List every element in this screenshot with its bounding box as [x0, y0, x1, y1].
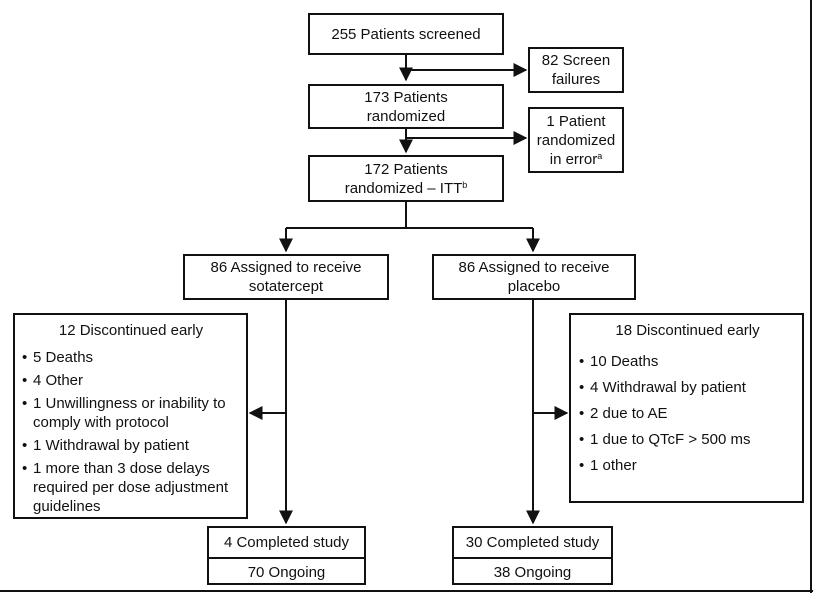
itt-line2: randomized – ITTb [345, 179, 468, 198]
left-discontinued-box: 12 Discontinued early 5 Deaths 4 Other 1… [13, 313, 248, 519]
sotatercept-line1: 86 Assigned to receive [210, 259, 362, 276]
right-completed-label: 30 Completed study [465, 534, 600, 551]
list-item: 2 due to AE [579, 404, 796, 423]
randomized-error-text: in error [549, 150, 598, 168]
right-completed-cell: 30 Completed study [454, 528, 611, 559]
left-discontinued-title: 12 Discontinued early [58, 322, 204, 339]
screened-box: 255 Patients screened [308, 13, 504, 55]
list-item: 1 more than 3 dose delays required per d… [22, 459, 240, 516]
randomized-error-line3: in errora [550, 150, 603, 169]
randomized-line1: 173 Patients [364, 88, 448, 106]
placebo-arm-box: 86 Assigned to receive placebo [432, 254, 636, 300]
itt-line1: 172 Patients [364, 160, 448, 178]
list-item: 1 Withdrawal by patient [22, 436, 240, 455]
left-ongoing-label: 70 Ongoing [247, 563, 326, 581]
sotatercept-arm-box: 86 Assigned to receive sotatercept [183, 254, 389, 300]
randomized-box: 173 Patients randomized [308, 84, 504, 129]
list-item: 1 other [579, 456, 796, 475]
itt-box: 172 Patients randomized – ITTb [308, 155, 504, 202]
footnote-b: b [462, 179, 468, 190]
list-item: 1 Unwillingness or inability to comply w… [22, 394, 240, 432]
right-ongoing-cell: 38 Ongoing [454, 559, 611, 585]
screened-label: 255 Patients screened [331, 25, 481, 43]
right-discontinued-list: 10 Deaths 4 Withdrawal by patient 2 due … [579, 352, 796, 475]
randomized-line2: randomized [366, 107, 446, 125]
screen-failures-line2: failures [551, 71, 601, 88]
randomized-error-line2: randomized [536, 131, 616, 149]
sotatercept-line2: sotatercept [248, 278, 324, 295]
right-discontinued-box: 18 Discontinued early 10 Deaths 4 Withdr… [569, 313, 804, 503]
list-item: 10 Deaths [579, 352, 796, 371]
left-completed-cell: 4 Completed study [209, 528, 364, 559]
list-item: 1 due to QTcF > 500 ms [579, 430, 796, 449]
right-outcome-box: 30 Completed study 38 Ongoing [452, 526, 613, 585]
left-completed-label: 4 Completed study [223, 534, 350, 551]
left-ongoing-cell: 70 Ongoing [209, 559, 364, 585]
list-item: 5 Deaths [22, 348, 240, 367]
right-discontinued-title: 18 Discontinued early [615, 322, 760, 339]
placebo-line2: placebo [507, 278, 561, 295]
randomized-error-line1: 1 Patient [546, 112, 606, 130]
list-item: 4 Withdrawal by patient [579, 378, 796, 397]
right-ongoing-label: 38 Ongoing [493, 563, 572, 581]
footnote-a: a [597, 150, 603, 161]
screen-failures-box: 82 Screen failures [528, 47, 624, 93]
left-outcome-box: 4 Completed study 70 Ongoing [207, 526, 366, 585]
itt-text: randomized – ITT [344, 179, 463, 197]
randomized-error-box: 1 Patient randomized in errora [528, 107, 624, 173]
screen-failures-line1: 82 Screen [541, 52, 611, 69]
placebo-line1: 86 Assigned to receive [458, 259, 610, 276]
left-discontinued-list: 5 Deaths 4 Other 1 Unwillingness or inab… [22, 348, 240, 516]
list-item: 4 Other [22, 371, 240, 390]
